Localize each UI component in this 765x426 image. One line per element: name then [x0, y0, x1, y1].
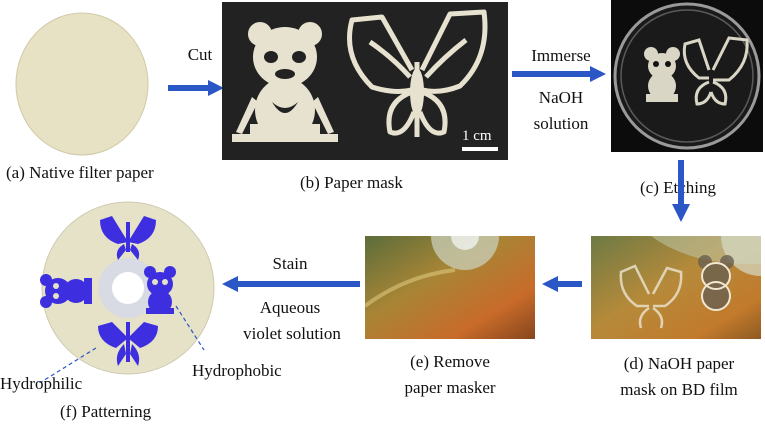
arrow-label-cut: Cut — [187, 45, 213, 64]
panel-a-native-filter-paper — [0, 0, 165, 160]
panel-f-patterned-disc — [34, 198, 222, 383]
arrow-immerse — [512, 66, 606, 82]
arrow-label-solution: solution — [533, 114, 589, 133]
panda-mask-icon — [232, 22, 338, 142]
panel-e-bd-film-mask-removed — [365, 236, 535, 339]
caption-a: (a) Native filter paper — [6, 163, 154, 182]
caption-f: (f) Patterning — [60, 402, 152, 421]
arrow-label-immerse: Immerse — [531, 46, 591, 65]
violet-panda-right-icon — [144, 266, 176, 314]
arrow-stain — [222, 276, 360, 292]
violet-butterfly-bottom-icon — [98, 322, 158, 366]
label-hydrophobic: Hydrophobic — [192, 361, 282, 380]
arrow-label-stain: Stain — [272, 254, 308, 273]
butterfly-mask-icon — [347, 9, 488, 137]
violet-butterfly-top-icon — [100, 216, 156, 260]
caption-d-line2: mask on BD film — [620, 380, 738, 399]
arrow-etching-down — [672, 160, 690, 222]
arrow-d-to-e — [542, 276, 582, 292]
panel-c-petri-dish — [611, 0, 763, 152]
arrow-label-aqueous: Aqueous — [259, 298, 321, 317]
scale-bar-label: 1 cm — [462, 128, 492, 144]
label-hydrophilic: Hydrophilic — [0, 374, 83, 393]
panel-b-paper-mask: 1 cm — [222, 2, 508, 160]
caption-e-line1: (e) Remove — [410, 352, 490, 371]
scale-bar — [462, 147, 498, 151]
caption-d-line1: (d) NaOH paper — [623, 354, 735, 373]
violet-panda-left-icon — [40, 274, 92, 308]
arrow-label-violet-solution: violet solution — [243, 324, 341, 343]
arrow-cut — [168, 80, 224, 96]
filter-paper-disc — [15, 12, 149, 156]
panel-d-bd-film-with-mask — [591, 236, 761, 339]
caption-e-line2: paper masker — [404, 378, 496, 397]
arrow-label-naoh: NaOH — [538, 88, 584, 107]
caption-b: (b) Paper mask — [300, 173, 403, 192]
